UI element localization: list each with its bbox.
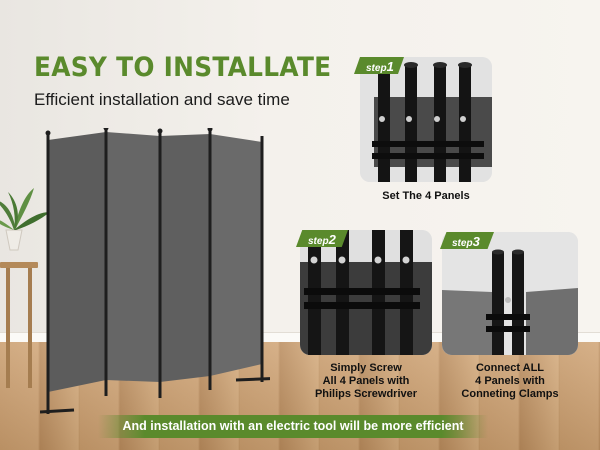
step-tag-number: 1 xyxy=(386,59,394,74)
step1-card xyxy=(360,57,492,182)
step1-poles-image xyxy=(360,57,492,182)
step-tag-label: step xyxy=(308,236,329,247)
step2-screw-image xyxy=(300,230,432,355)
step3-tag: step3 xyxy=(440,232,494,249)
side-table-leg xyxy=(28,268,32,388)
step-tag-number: 3 xyxy=(472,234,480,249)
step3-clamp-image xyxy=(442,232,578,355)
plant-image xyxy=(0,188,50,251)
page-title: EASY TO INSTALLATE xyxy=(34,52,332,83)
footer-banner xyxy=(98,415,488,438)
step1-caption: Set The 4 Panels xyxy=(382,190,470,202)
footer-banner-text: And installation with an electric tool w… xyxy=(122,419,464,433)
step3-card xyxy=(442,232,578,355)
step-tag-label: step xyxy=(452,238,473,249)
step-tag-label: step xyxy=(366,63,387,74)
step2-tag: step2 xyxy=(296,230,348,247)
step3-caption: Connect ALL 4 Panels with Conneting Clam… xyxy=(461,362,559,400)
step2-card xyxy=(300,230,432,355)
side-table xyxy=(0,262,38,268)
side-table-leg xyxy=(6,268,10,388)
step1-tag: step1 xyxy=(354,57,404,74)
room-divider-image xyxy=(40,128,270,414)
page-subtitle: Efficient installation and save time xyxy=(34,90,290,109)
step-tag-number: 2 xyxy=(328,232,336,247)
step2-caption: Simply Screw All 4 Panels with Philips S… xyxy=(314,362,418,400)
